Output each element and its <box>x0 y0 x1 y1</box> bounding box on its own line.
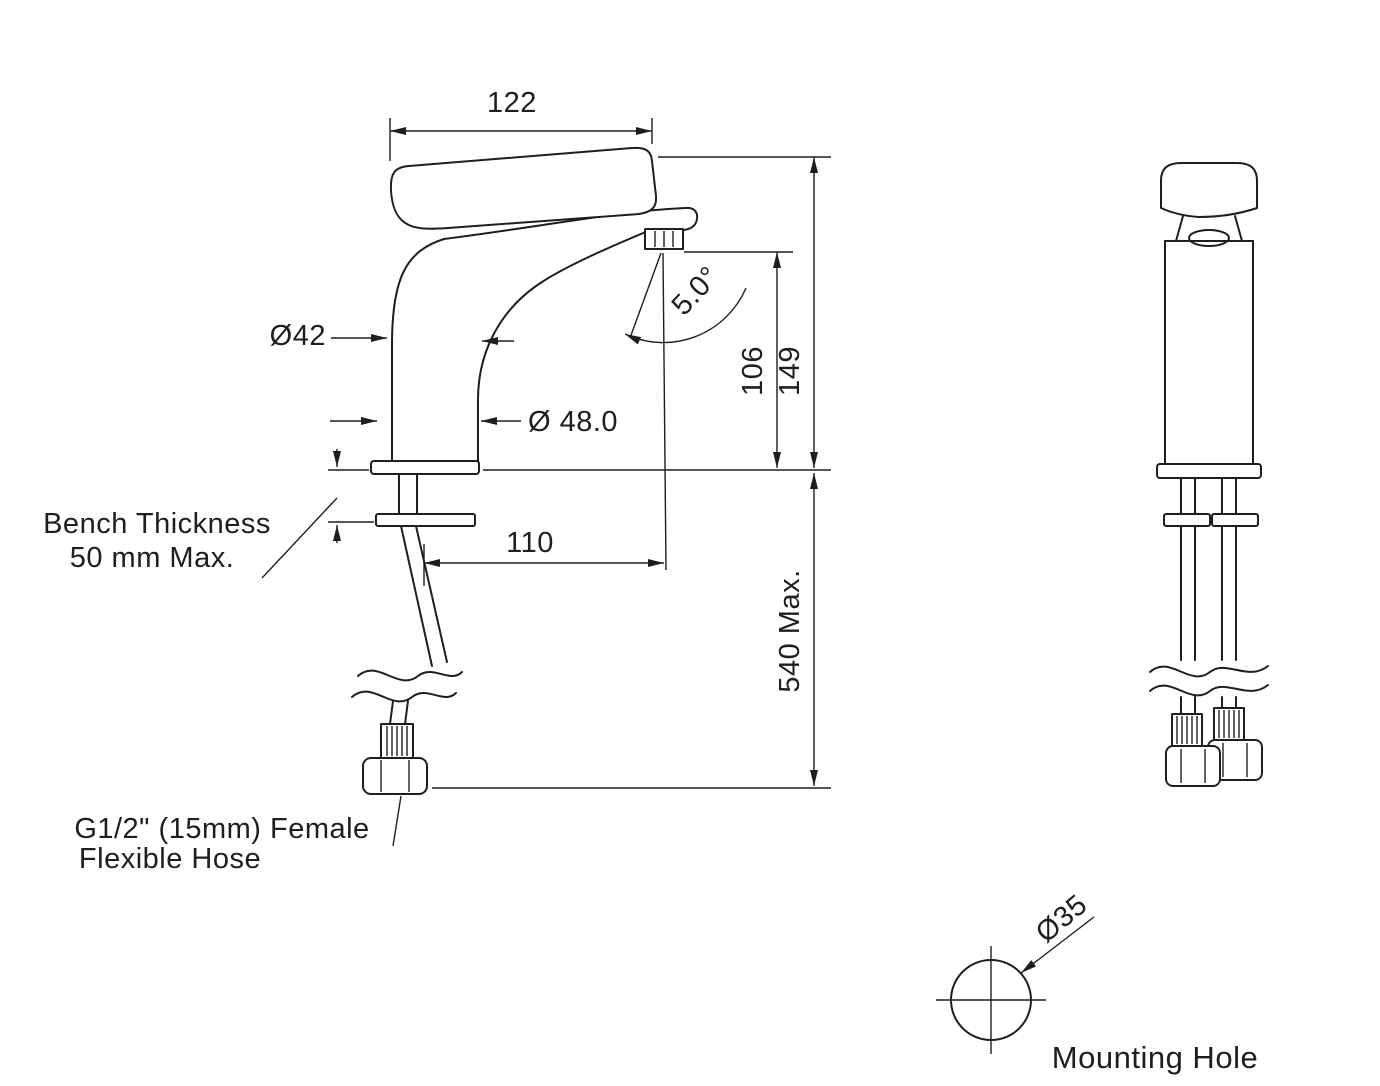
dia-42-label: Ø42 <box>270 320 326 352</box>
front-hose-collar-right <box>1213 707 1245 741</box>
front-supply-hoses <box>1149 477 1269 715</box>
dim-540-label: 540 Max. <box>774 569 806 692</box>
dia-35-leader <box>1020 916 1095 974</box>
angle-label: 5.0° <box>666 261 726 322</box>
faucet-body-spout <box>391 206 699 464</box>
flexible-hose <box>351 525 463 725</box>
mounting-washer <box>375 513 476 527</box>
front-hose-nut-left <box>1165 745 1221 787</box>
front-body <box>1164 240 1254 465</box>
bench-note-line1: Bench Thickness <box>43 508 271 540</box>
mounting-hole-caption: Mounting Hole <box>1052 1040 1258 1075</box>
side-view <box>351 146 699 795</box>
dia-48-label: Ø 48.0 <box>528 406 618 438</box>
hose-note-line1: G1/2" (15mm) Female <box>74 813 369 845</box>
hose-note-line2: Flexible Hose <box>79 843 261 875</box>
dim-122-label: 122 <box>487 87 537 119</box>
break-line <box>1149 665 1269 678</box>
break-line <box>1149 684 1269 697</box>
hose-collar <box>380 723 414 759</box>
break-line <box>357 669 463 682</box>
hose-note-leader <box>392 795 402 847</box>
front-washer-right <box>1211 513 1259 527</box>
threaded-shaft <box>398 473 418 515</box>
front-washer-left <box>1163 513 1211 527</box>
front-hose-collar-left <box>1171 713 1203 747</box>
dimensions: 122 Ø42 Ø 48.0 Bench Thickness 50 mm Max… <box>43 87 831 875</box>
dim-149-label: 149 <box>774 346 806 396</box>
hose-nut <box>362 757 428 795</box>
lever-handle <box>389 146 658 230</box>
aerator <box>644 228 684 250</box>
front-base-flange <box>1156 463 1262 479</box>
front-view <box>1149 162 1269 787</box>
bench-note-leader <box>261 497 338 579</box>
dia-35-label: Ø35 <box>1030 889 1094 950</box>
dim-106-label: 106 <box>737 346 769 396</box>
break-line <box>351 690 457 703</box>
mounting-hole-detail: Ø35 Mounting Hole <box>936 889 1258 1075</box>
front-handle-cap <box>1160 162 1258 218</box>
base-flange <box>370 460 480 475</box>
dim-110-label: 110 <box>506 527 554 559</box>
bench-note-line2: 50 mm Max. <box>70 542 235 574</box>
angle-arc <box>624 287 747 345</box>
